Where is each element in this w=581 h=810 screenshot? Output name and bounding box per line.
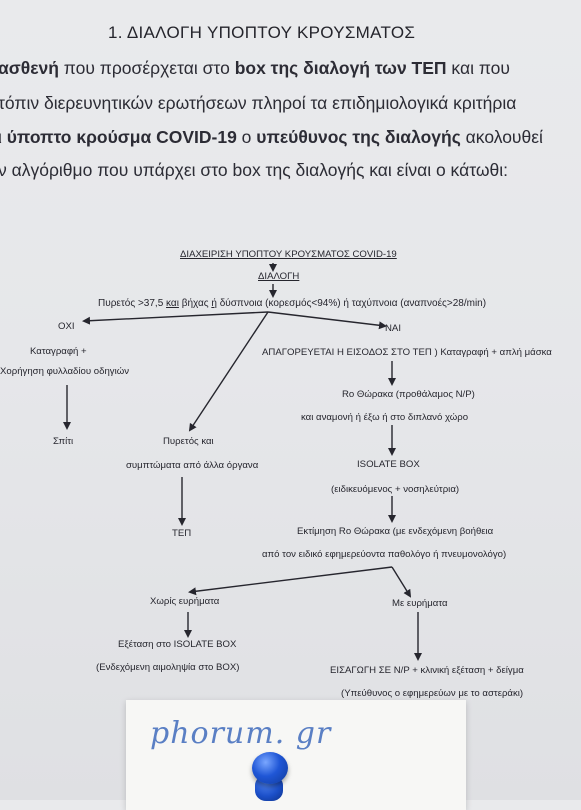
arrow-eval-to-nofindings [188,566,393,596]
section-heading: 1. ΔΙΑΛΟΓΗ ΥΠΟΠΤΟΥ ΚΡΟΥΣΜΑΤΟΣ [108,23,416,42]
criteria-or: ή [211,298,217,309]
no-findings-note: (Ενδεχόμενη αιμοληψία στο BOX) [96,662,240,673]
intro-text: που προσέρχεται στο [58,58,235,78]
home-node: Σπίτι [53,436,74,447]
intro-line-4: ν αλγόριθμο που υπάρχει στο box της διαλ… [0,160,508,181]
no-action-1: Καταγραφή + [30,346,87,357]
intro-text: ακολουθεί [460,127,543,147]
eval-line-2: από τον ειδικό εφημερεύοντα παθολόγο ή π… [262,549,507,560]
findings-note: (Υπεύθυνος ο εφημερεύων με το αστεράκι) [341,688,524,699]
ted-node: ΤΕΠ [172,528,192,539]
arrow-eval-to-findings [391,566,412,598]
intro-text: ν αλγόριθμο που υπάρχει στο box της διαλ… [0,160,509,180]
sticky-note [126,700,466,810]
eval-line-1: Εκτίμηση Ro Θώρακα (με ενδεχόμενη βοήθει… [297,526,494,537]
criteria-text: δύσπνοια (κορεσμός<94%) ή ταχύπνοια (ανα… [216,298,487,309]
middle-line-2: συμπτώματα από άλλα όργανα [126,460,259,471]
intro-text: ι [0,127,7,147]
arrow-to-no [82,311,269,325]
isolate-box-node: ISOLATE BOX [357,459,420,470]
arrow-to-yes [267,311,387,330]
intro-bold-suspect: ύποπτο κρούσμα COVID-19 [6,127,237,147]
intro-line-1: ασθενή που προσέρχεται στο box της διαλο… [0,58,510,79]
middle-line-1: Πυρετός και [163,436,214,447]
no-findings-action: Εξέταση στο ISOLATE BOX [118,639,237,650]
intro-text: και που [446,58,510,78]
findings-action: ΕΙΣΑΓΩΓΗ ΣΕ Ν/Ρ + κλινική εξέταση + δείγ… [330,665,524,676]
intro-line-2: τόπιν διερευνητικών ερωτήσεων πληροί τα … [0,93,516,114]
no-action-2: Χορήγηση φυλλαδίου οδηγιών [0,366,129,377]
criteria-text: Πυρετός >37,5 [98,298,167,309]
flowchart-title: ΔΙΑΧΕΙΡΙΣΗ ΥΠΟΠΤΟΥ ΚΡΟΥΣΜΑΤΟΣ COVID-19 [180,249,397,260]
criteria-text: βήχας [178,298,212,309]
intro-bold-patient: ασθενή [0,58,59,78]
push-pin-head-icon [252,752,288,784]
intro-bold-box: box της διαλογή των ΤΕΠ [234,58,447,78]
isolate-staff: (ειδικευόμενος + νοσηλεύτρια) [331,484,460,495]
arrow-to-middle [188,311,269,432]
intro-line-3: ι ύποπτο κρούσμα COVID-19 ο υπεύθυνος τη… [0,127,543,148]
no-findings-label: Χωρίς ευρήματα [150,596,220,607]
yes-action: ΑΠΑΓΟΡΕΥΕΤΑΙ Η ΕΙΣΟΔΟΣ ΣΤΟ ΤΕΠ ) Καταγρα… [262,347,552,358]
criteria-and: και [166,298,179,309]
findings-label: Με ευρήματα [392,598,448,609]
intro-text: τόπιν διερευνητικών ερωτήσεων πληροί τα … [0,93,517,113]
intro-bold-responsible: υπεύθυνος της διαλογής [256,127,461,147]
xray-line-2: και αναμονή ή έξω ή στο διπλανό χώρο [301,412,469,423]
yes-label: ΝΑΙ [385,323,401,334]
triage-node: ΔΙΑΛΟΓΗ [258,271,300,282]
no-label: ΟΧΙ [58,321,75,332]
sticky-note-handwriting: phorum. gr [150,716,332,751]
criteria-node: Πυρετός >37,5 και βήχας ή δύσπνοια (κορε… [98,298,486,309]
xray-line-1: Ro Θώρακα (προθάλαμος Ν/Ρ) [342,389,475,400]
intro-text: ο [236,127,257,147]
